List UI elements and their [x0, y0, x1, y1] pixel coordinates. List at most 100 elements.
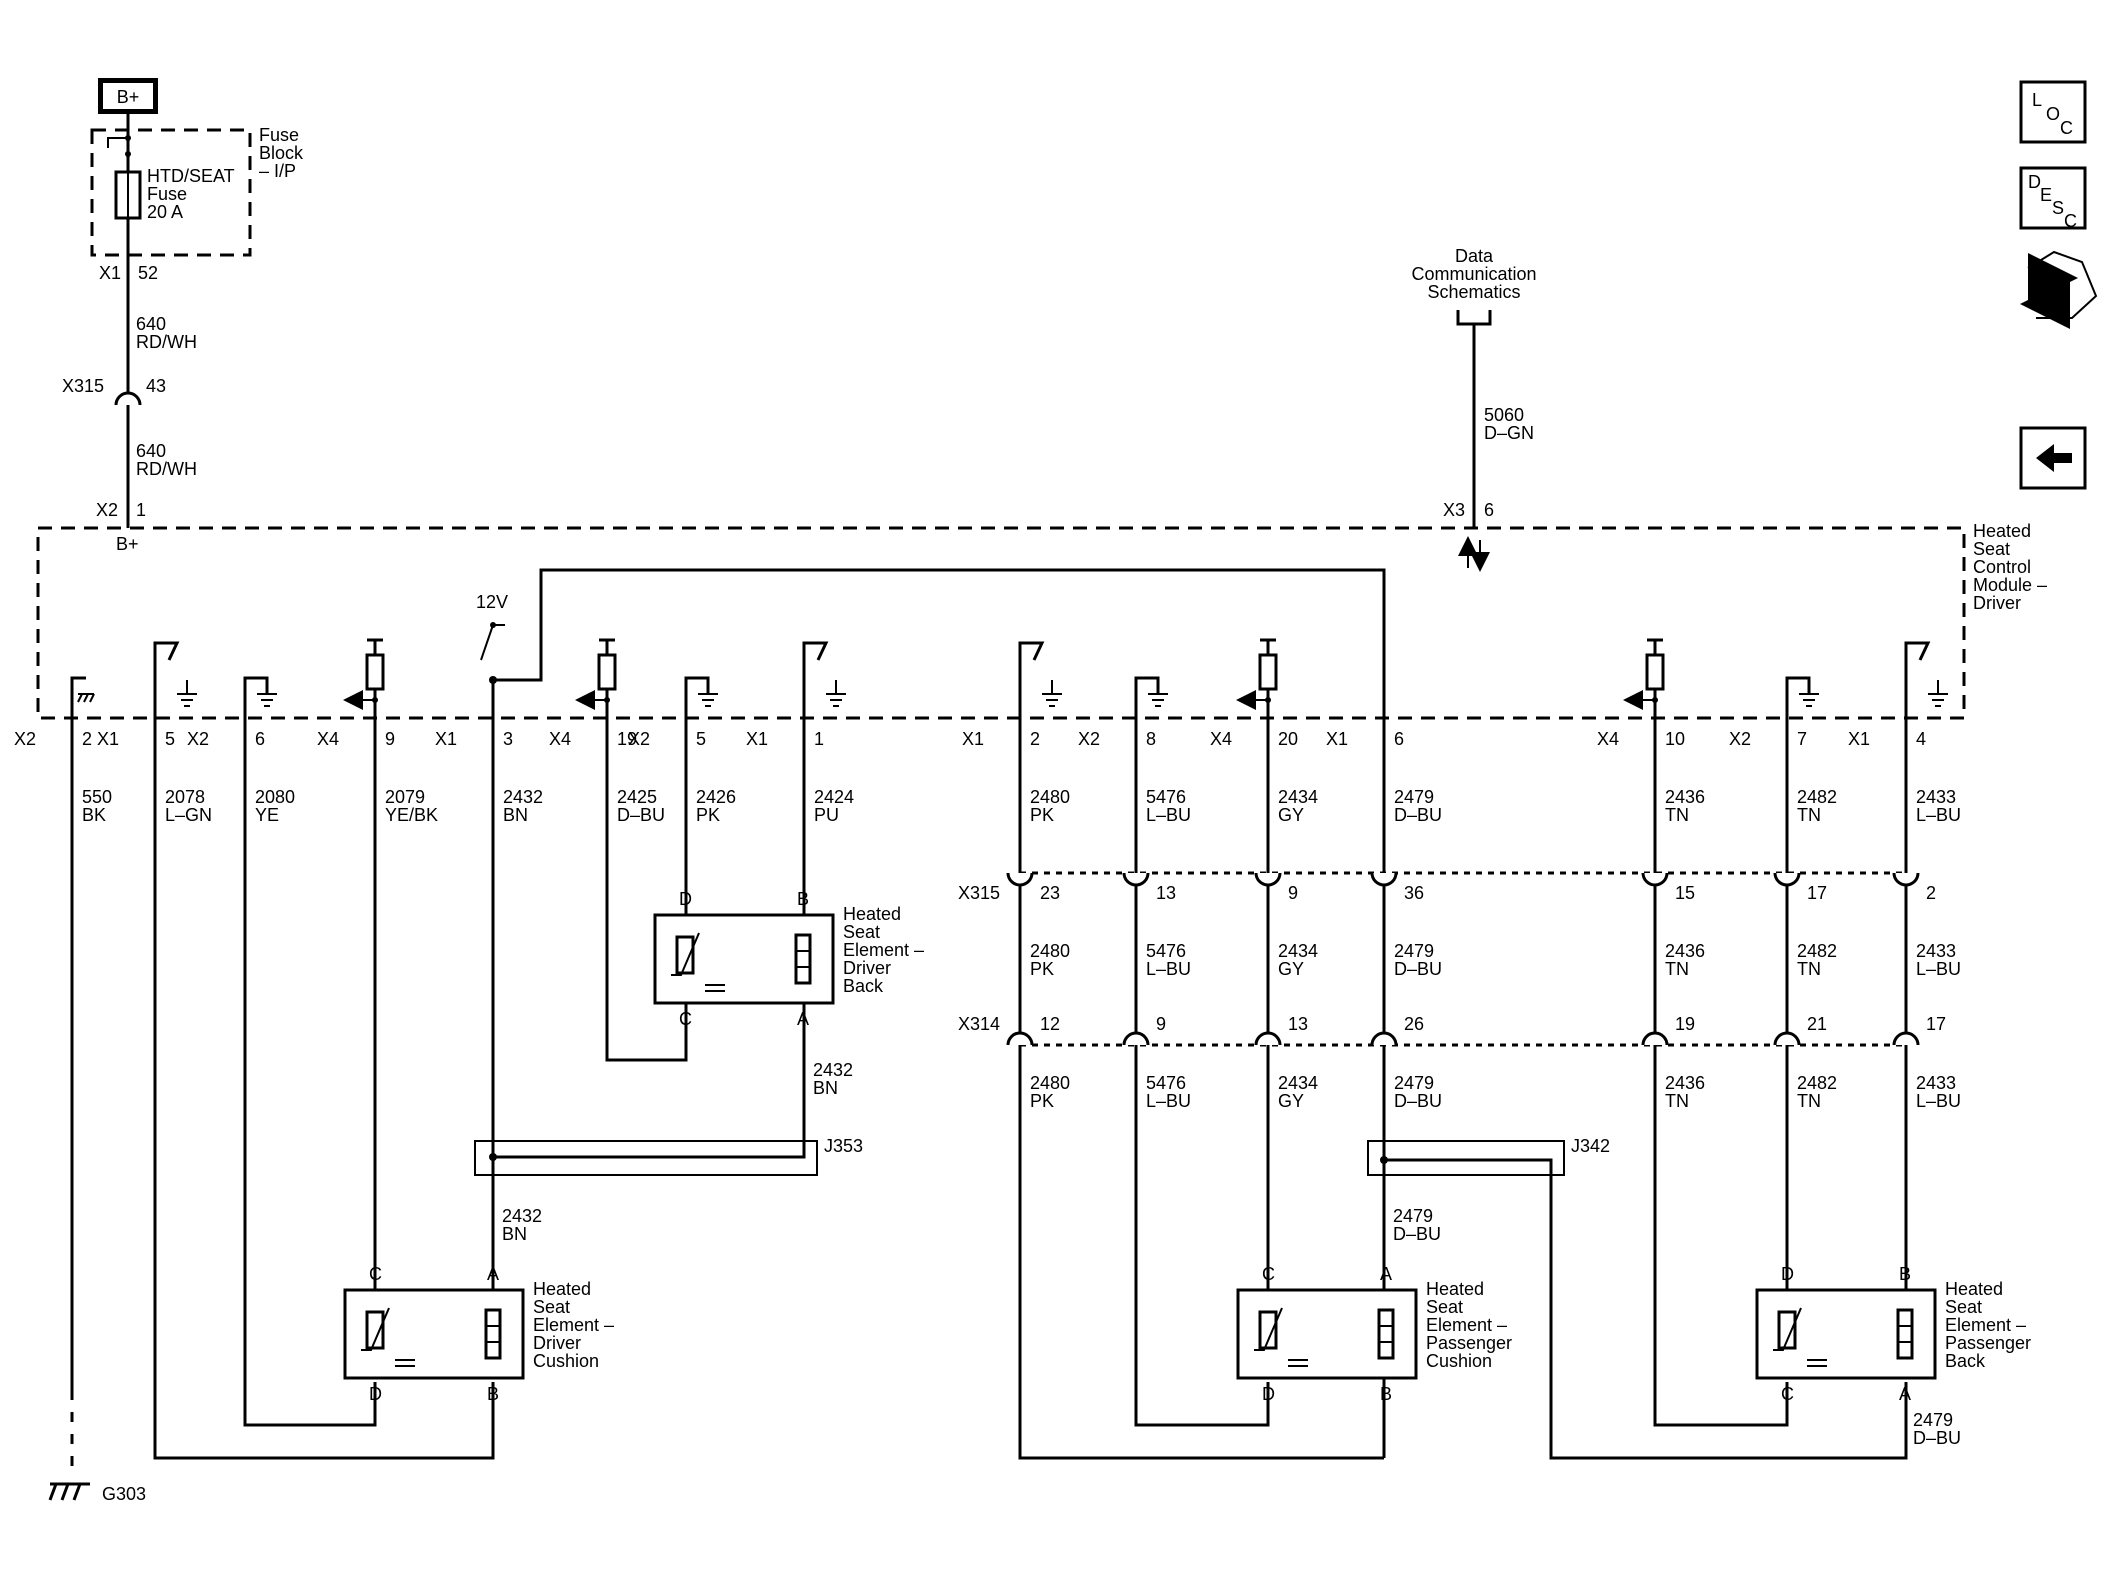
fuse-block-label-2: Block [259, 143, 304, 163]
mid-wire-number: 2434 [1278, 941, 1318, 961]
thermistor-icon [675, 935, 695, 975]
module-label-1: Heated [1973, 521, 2031, 541]
pin-number: 3 [503, 729, 513, 749]
pin-number: 6 [1394, 729, 1404, 749]
x315-row-label: X315 [958, 883, 1000, 903]
wire-color: YE/BK [385, 805, 438, 825]
mid-wire-color: TN [1797, 959, 1821, 979]
switch-icon [153, 641, 180, 720]
element-label-4: Passenger [1426, 1333, 1512, 1353]
ground-g303-label: G303 [102, 1484, 146, 1504]
pass-back-a-wire-color: D–BU [1913, 1428, 1961, 1448]
pin-connector-x1: X1 [962, 729, 984, 749]
mid-wire-number: 5476 [1146, 941, 1186, 961]
wire-color: TN [1665, 805, 1689, 825]
fuse-block-label-3: – I/P [259, 161, 296, 181]
element-label-4: Passenger [1945, 1333, 2031, 1353]
junction-dot [372, 697, 378, 703]
wire-color: L–BU [1146, 805, 1191, 825]
x315-pin-43: 43 [146, 376, 166, 396]
module-label-5: Driver [1973, 593, 2021, 613]
thermistor-slash-icon [1773, 1307, 1802, 1351]
pin-number: 19 [617, 729, 637, 749]
x314-pin: 19 [1675, 1014, 1695, 1034]
mid-wire-color: PK [1030, 959, 1054, 979]
pin-bottom-right: A [1899, 1384, 1911, 1404]
wire-640-color-lower: RD/WH [136, 459, 197, 479]
connector-view-button[interactable] [2020, 250, 2098, 329]
heater-grid-icon [484, 1308, 502, 1360]
x314-pin: 9 [1156, 1014, 1166, 1034]
low-wire-number: 2480 [1030, 1073, 1070, 1093]
ground-icon [177, 680, 197, 707]
x315-connector-icon [1254, 872, 1282, 887]
wire-color: D–BU [617, 805, 665, 825]
x315-pin: 15 [1675, 883, 1695, 903]
pin-number: 9 [385, 729, 395, 749]
thermistor-icon [1777, 1310, 1797, 1350]
pin-bottom-right: B [487, 1384, 499, 1404]
thermistor-slash-icon [1254, 1307, 1283, 1351]
ground-icon [826, 680, 846, 707]
thermistor-slash-icon [671, 932, 700, 976]
element-label-1: Heated [843, 904, 901, 924]
x315-connector-icon [1641, 872, 1669, 887]
module-label-4: Module – [1973, 575, 2047, 595]
back-button[interactable] [2019, 426, 2087, 490]
x315-pin: 2 [1926, 883, 1936, 903]
wire-color: D–BU [1394, 805, 1442, 825]
inline-connector-pins: 23122480PK2480PK1395476L–BU5476L–BU91324… [1006, 872, 1961, 1111]
chassis-ground-symbol-icon [77, 693, 95, 703]
fuse-label-3: 20 A [147, 202, 183, 222]
wire-color: L–GN [165, 805, 212, 825]
loc-letter-o: O [2046, 104, 2060, 124]
element-label-3: Element – [1945, 1315, 2026, 1335]
x315-connector-icon [1006, 872, 1034, 887]
location-button[interactable]: L O C [2019, 80, 2087, 144]
element-label-1: Heated [533, 1279, 591, 1299]
data-comm-label-3: Schematics [1427, 282, 1520, 302]
wire-color: PU [814, 805, 839, 825]
wire-number: 2080 [255, 787, 295, 807]
pullup-resistor-icon [597, 653, 617, 691]
chassis-ground-icon [70, 676, 86, 720]
bn-below-color: BN [502, 1224, 527, 1244]
j353-wire-number: 2432 [813, 1060, 853, 1080]
g303-ground-icon [48, 1482, 90, 1501]
pin-bottom-left: C [1781, 1384, 1794, 1404]
pin-connector-x2: X2 [1729, 729, 1751, 749]
pin-top-left: C [1262, 1264, 1275, 1284]
x315-connector-icon [1122, 872, 1150, 887]
bn-below-number: 2432 [502, 1206, 542, 1226]
bidirectional-arrows-icon [705, 984, 725, 992]
pin-number: 7 [1797, 729, 1807, 749]
ground-icon [1148, 693, 1168, 707]
element-label-5: Back [1945, 1351, 1986, 1371]
element-label-2: Seat [533, 1297, 570, 1317]
mid-wire-number: 2480 [1030, 941, 1070, 961]
pin-connector-x4: X4 [1597, 729, 1619, 749]
switch-icon [802, 641, 829, 720]
j342-splice [1367, 1140, 1565, 1176]
module-outline [36, 526, 1966, 720]
low-wire-number: 2482 [1797, 1073, 1837, 1093]
mid-wire-color: L–BU [1146, 959, 1191, 979]
thermistor-icon [1258, 1310, 1278, 1350]
module-label-2: Seat [1973, 539, 2010, 559]
x314-pin: 21 [1807, 1014, 1827, 1034]
wire-number: 5476 [1146, 787, 1186, 807]
desc-letter-d: D [2028, 172, 2041, 192]
x314-row-label: X314 [958, 1014, 1000, 1034]
mid-wire-color: GY [1278, 959, 1304, 979]
description-button[interactable]: D E S C [2019, 166, 2087, 231]
module-12v-label: 12V [476, 592, 508, 612]
pin-connector-x2: X2 [628, 729, 650, 749]
x315-pin: 13 [1156, 883, 1176, 903]
fuse-block-label-1: Fuse [259, 125, 299, 145]
ground-icon [1928, 680, 1948, 707]
ground-icon [257, 693, 277, 707]
mid-wire-number: 2482 [1797, 941, 1837, 961]
